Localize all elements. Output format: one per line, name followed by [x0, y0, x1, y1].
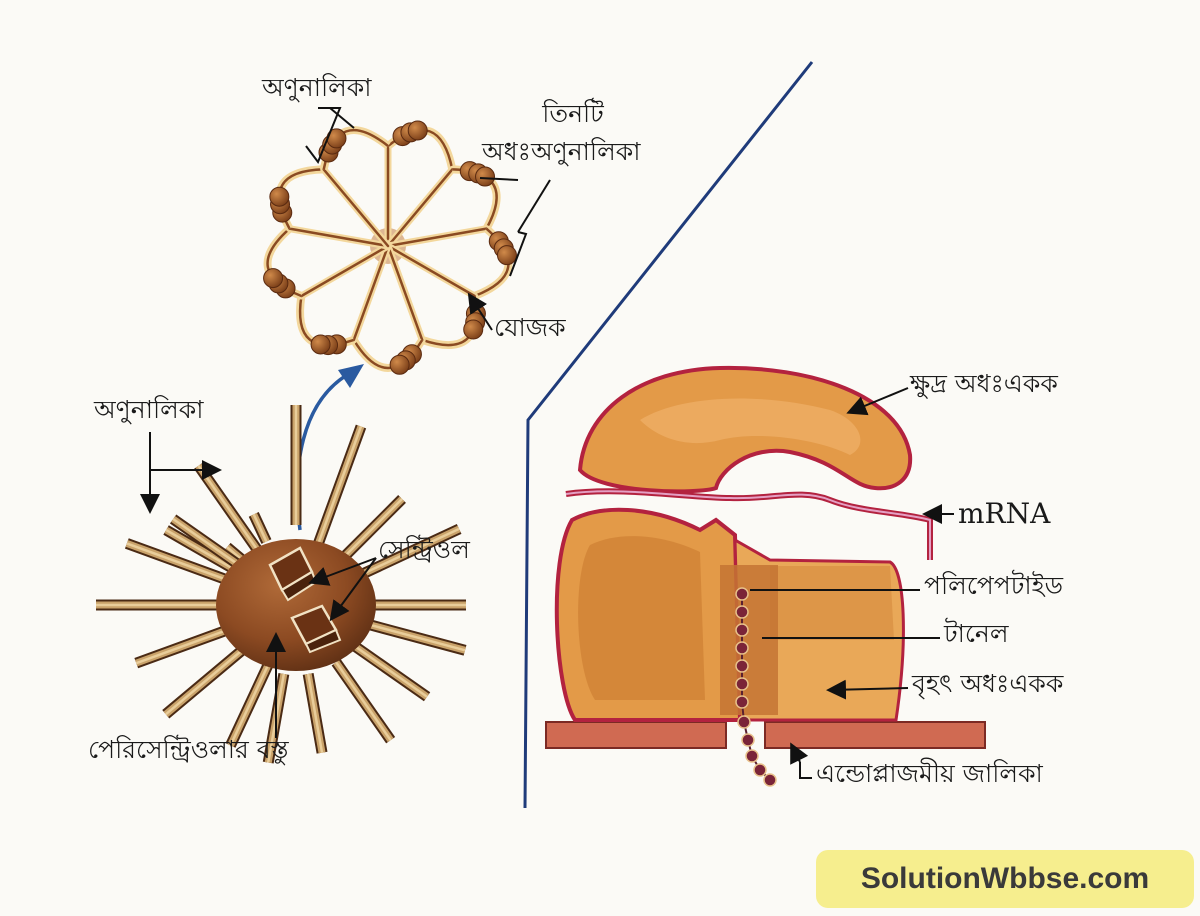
- triplet-bead: [310, 334, 331, 355]
- tunnel-label: টানেল: [944, 619, 1009, 648]
- large-subunit-label: বৃহৎ অধঃএকক: [912, 669, 1064, 698]
- amino-acid-bead: [745, 749, 759, 763]
- cross-section-microtubule-label: অণুনালিকা: [262, 73, 372, 102]
- amino-acid-bead: [735, 677, 749, 691]
- linker-label: যোজক: [494, 313, 566, 342]
- triplet-bead: [263, 268, 284, 289]
- watermark-badge: SolutionWbbse.com: [816, 850, 1194, 908]
- polypeptide-label: পলিপেপটাইড: [924, 571, 1064, 600]
- curved-arrow: [295, 370, 353, 531]
- triplet-bead: [407, 120, 428, 141]
- amino-acid-bead: [735, 623, 749, 637]
- centriole-lower: [290, 604, 342, 654]
- triplet-bead: [269, 186, 290, 207]
- amino-acid-bead: [735, 659, 749, 673]
- amino-acid-bead: [741, 733, 755, 747]
- microtubule-rods: [96, 405, 467, 764]
- curved-arrow-head: [338, 364, 364, 388]
- divider-line: [523, 61, 814, 809]
- centriole-label: সেন্ট্রিওল: [378, 535, 470, 564]
- right-leader-lines: [750, 387, 954, 779]
- small-subunit-label: ক্ষুদ্র অধঃএকক: [910, 369, 1058, 398]
- triplet-bead: [463, 319, 484, 340]
- polypeptide-chain: [735, 587, 777, 787]
- triplet-bead: [475, 166, 496, 187]
- triplet-bead: [496, 245, 517, 266]
- triplet-bead: [389, 354, 410, 375]
- triplet-label-line2: অধঃঅণুনালিকা: [482, 137, 641, 166]
- pericentriolar-label: পেরিসেন্ট্রিওলার বস্তু: [88, 735, 289, 764]
- amino-acid-bead: [735, 641, 749, 655]
- amino-acid-bead: [735, 695, 749, 709]
- left-leader-lines: [140, 107, 551, 738]
- small-subunit: [577, 365, 913, 494]
- large-subunit: [554, 507, 905, 722]
- amino-acid-bead: [763, 773, 777, 787]
- triplet-label-line1: তিনটি: [542, 99, 604, 128]
- centrosome-microtubule-label: অণুনালিকা: [94, 395, 204, 424]
- amino-acid-bead: [735, 587, 749, 601]
- centriole-cross-section: [263, 120, 517, 375]
- amino-acid-bead: [735, 605, 749, 619]
- er-label: এন্ডোপ্লাজমীয় জালিকা: [816, 759, 1043, 788]
- mrna-label: mRNA: [958, 497, 1051, 530]
- er-membrane-left: [545, 721, 727, 749]
- amino-acid-bead: [753, 763, 767, 777]
- er-membrane-right: [764, 721, 986, 749]
- amino-acid-bead: [737, 715, 751, 729]
- watermark-text: SolutionWbbse.com: [860, 862, 1150, 895]
